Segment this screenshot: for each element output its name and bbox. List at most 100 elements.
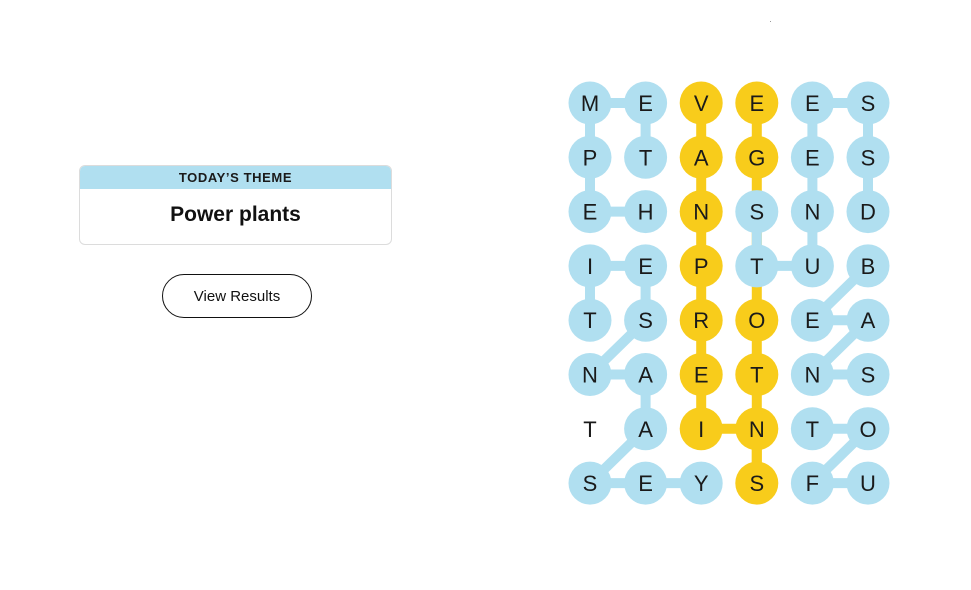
letter-cell-circle <box>624 461 668 505</box>
letter-cell[interactable]: N <box>790 353 834 396</box>
letter-cell[interactable]: E <box>790 81 834 125</box>
letter-cell[interactable]: V <box>679 81 723 125</box>
letter-cell-circle <box>790 298 834 342</box>
letter-cell-letter: E <box>805 145 820 170</box>
letter-cell[interactable]: S <box>568 461 612 505</box>
letter-cell[interactable]: R <box>679 298 723 342</box>
letter-cell-circle <box>790 135 834 179</box>
letter-cell[interactable]: N <box>790 190 834 234</box>
letter-cell-circle <box>568 353 612 396</box>
letter-cell[interactable]: U <box>790 244 834 288</box>
letter-cell[interactable]: U <box>846 461 890 505</box>
letter-cell[interactable]: O <box>735 298 779 342</box>
theme-title: Power plants <box>170 203 301 226</box>
letter-cell[interactable]: S <box>846 81 890 125</box>
letter-cell-letter: N <box>804 200 820 225</box>
letter-cell[interactable]: N <box>568 353 612 396</box>
letter-cell[interactable]: A <box>679 135 723 179</box>
letter-cell-letter: F <box>806 471 819 496</box>
letter-cell[interactable]: A <box>624 407 668 451</box>
letter-cell[interactable]: E <box>679 353 723 396</box>
letter-cell[interactable]: E <box>624 244 668 288</box>
letter-cell-circle <box>846 298 890 342</box>
letter-cell[interactable]: A <box>624 353 668 396</box>
letter-cell-letter: E <box>638 471 653 496</box>
letter-cell[interactable]: S <box>846 353 890 396</box>
letter-cell[interactable]: N <box>735 407 779 451</box>
letter-cell[interactable]: E <box>624 461 668 505</box>
letter-cell[interactable]: O <box>846 407 890 451</box>
letter-cell-circle <box>735 461 779 505</box>
letter-cell[interactable]: T <box>568 407 612 451</box>
letter-cell[interactable]: I <box>568 244 612 288</box>
view-results-button[interactable]: View Results <box>162 274 312 318</box>
letter-cell[interactable]: M <box>568 81 612 125</box>
letter-cell-circle <box>679 135 723 179</box>
letter-cell-circle <box>679 407 723 451</box>
letter-cell[interactable]: T <box>568 298 612 342</box>
letter-cell-circle <box>846 461 890 505</box>
letter-cell-letter: P <box>583 145 598 170</box>
letter-cell-letter: D <box>860 200 876 225</box>
letter-cell[interactable]: I <box>679 407 723 451</box>
letter-cell-letter: I <box>587 254 593 279</box>
letter-cell-circle <box>846 244 890 288</box>
letter-cell[interactable]: P <box>568 135 612 179</box>
letter-cell-letter: S <box>861 145 876 170</box>
letter-cell[interactable]: F <box>790 461 834 505</box>
letter-cell-letter: A <box>861 308 876 333</box>
letter-cell-circle <box>790 353 834 396</box>
letter-cell[interactable]: E <box>624 81 668 125</box>
letter-cell-circle <box>790 407 834 451</box>
letter-cell-letter: T <box>639 145 652 170</box>
letter-cell-circle <box>790 461 834 505</box>
letter-cell[interactable]: G <box>735 135 779 179</box>
letter-cell-circle <box>679 81 723 125</box>
letter-cell-letter: P <box>694 254 709 279</box>
letter-cell-circle <box>735 81 779 125</box>
letter-cell-circle <box>846 81 890 125</box>
letter-cell-letter: E <box>583 200 598 225</box>
letter-cell-circle <box>624 407 668 451</box>
letter-cell[interactable]: N <box>679 190 723 234</box>
letter-cell-letter: I <box>698 417 704 442</box>
letter-cell-circle <box>790 244 834 288</box>
letter-cell[interactable]: E <box>568 190 612 234</box>
letter-cell-circle <box>624 190 668 234</box>
letter-cell[interactable]: A <box>846 298 890 342</box>
letter-cell-letter: T <box>750 254 763 279</box>
letter-cell-letter: V <box>694 91 709 116</box>
letter-cell[interactable]: Y <box>679 461 723 505</box>
letter-cell-letter: T <box>806 417 819 442</box>
letter-cell-circle <box>568 81 612 125</box>
letter-cell-letter: E <box>694 363 709 388</box>
letter-cell[interactable]: S <box>846 135 890 179</box>
letter-cell-letter: Y <box>694 471 709 496</box>
letter-cell[interactable]: P <box>679 244 723 288</box>
letter-cell-letter: E <box>805 308 820 333</box>
letter-cell[interactable]: T <box>624 135 668 179</box>
letter-cell[interactable]: S <box>624 298 668 342</box>
letter-cell[interactable]: E <box>790 135 834 179</box>
letter-cell[interactable]: E <box>790 298 834 342</box>
letter-cell-circle <box>735 244 779 288</box>
letter-cell[interactable]: S <box>735 461 779 505</box>
letter-cell-circle <box>624 81 668 125</box>
letter-cell-circle <box>568 298 612 342</box>
letter-cell-letter: N <box>582 363 598 388</box>
letter-cell[interactable]: S <box>735 190 779 234</box>
letter-cell-letter: T <box>750 363 763 388</box>
letter-cell[interactable]: T <box>790 407 834 451</box>
letter-cell[interactable]: B <box>846 244 890 288</box>
letter-cell[interactable]: E <box>735 81 779 125</box>
letter-cell-circle <box>846 135 890 179</box>
letter-cell[interactable]: D <box>846 190 890 234</box>
letter-cell-letter: M <box>581 91 599 116</box>
letter-cell[interactable]: T <box>735 244 779 288</box>
letter-cell-circle <box>568 244 612 288</box>
letter-cell-circle <box>568 190 612 234</box>
letter-cell[interactable]: T <box>735 353 779 396</box>
letter-cell[interactable]: H <box>624 190 668 234</box>
